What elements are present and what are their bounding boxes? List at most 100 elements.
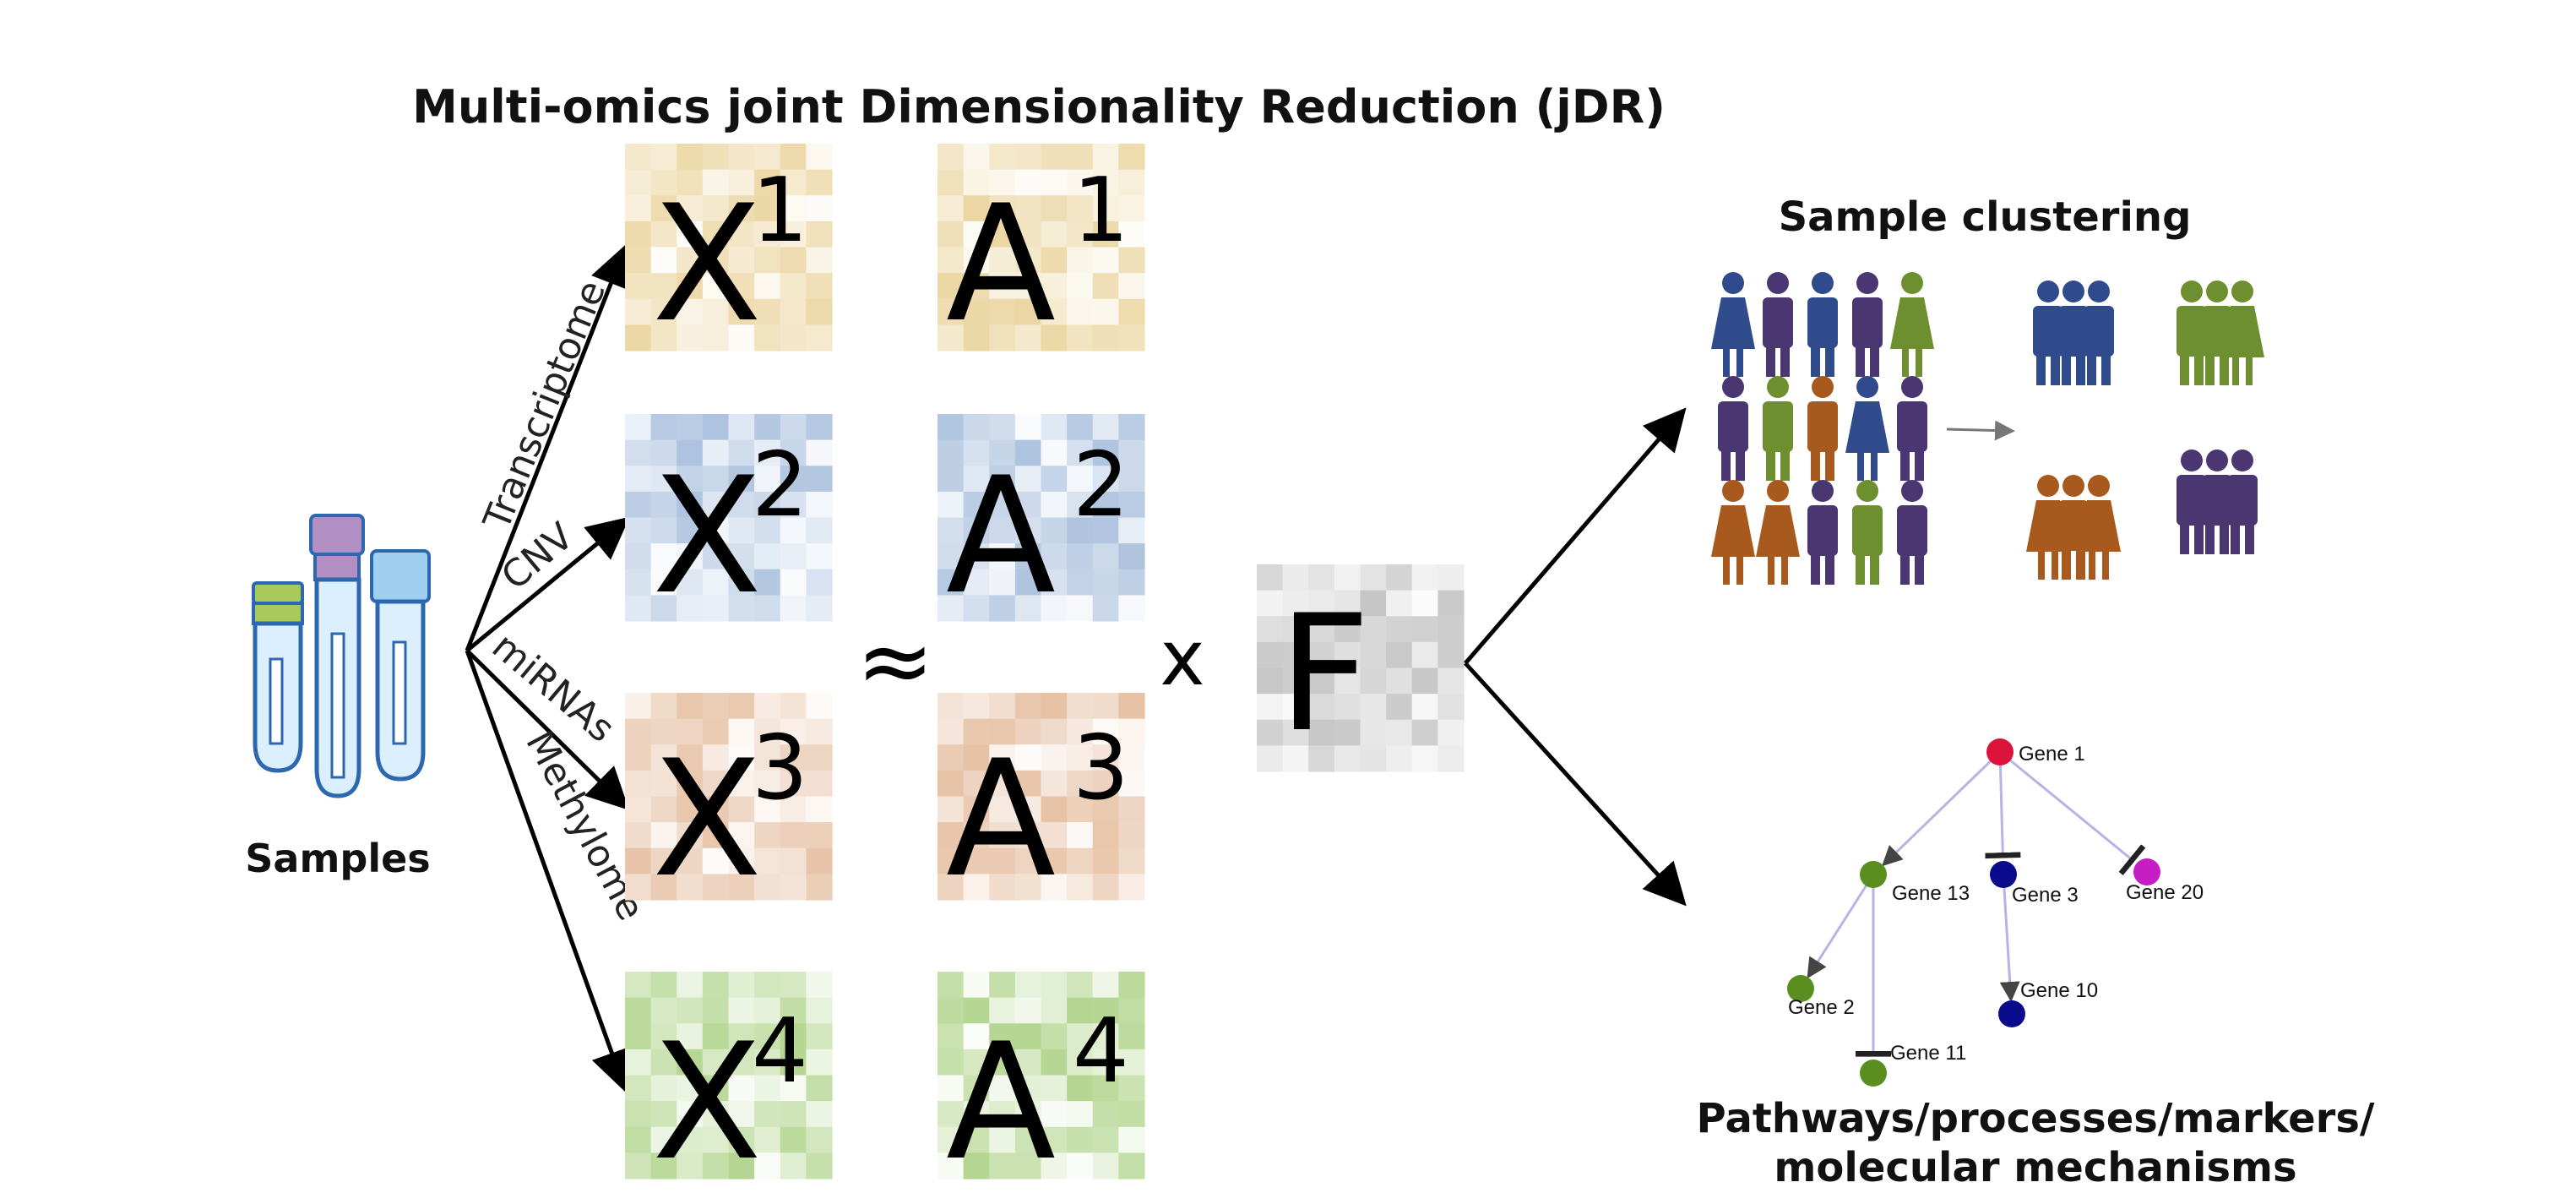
x-matrix-tile xyxy=(625,693,833,901)
a-matrix-index: 3 xyxy=(1073,716,1129,820)
x-matrix-tile xyxy=(625,972,833,1179)
network-title-line2: molecular mechanisms xyxy=(1774,1144,2296,1191)
x-matrix-index: 3 xyxy=(752,716,808,820)
person-icon xyxy=(1711,272,1755,377)
person-icon xyxy=(1763,272,1793,377)
network-title-line1: Pathways/processes/markers/ xyxy=(1697,1095,2375,1142)
gene-label: Gene 10 xyxy=(2020,979,2098,1002)
a-matrix-letter: A xyxy=(946,1009,1056,1196)
x-matrix-letter: X xyxy=(652,726,762,913)
person-icon xyxy=(1718,376,1748,481)
person-icon xyxy=(2220,281,2264,385)
a-matrix-index: 1 xyxy=(1073,159,1129,262)
network-edge xyxy=(1999,750,2146,876)
person-icon xyxy=(2202,449,2232,554)
gene-node: Gene 20 xyxy=(2126,858,2204,904)
person-icon xyxy=(2227,449,2258,554)
a-matrix-tile xyxy=(937,414,1145,622)
person-icon xyxy=(1852,272,1883,377)
x-matrix-tile xyxy=(625,414,833,622)
a-matrix-4: A 4 xyxy=(946,1000,1129,1196)
x-matrix-index: 1 xyxy=(752,159,808,262)
arrow-icon xyxy=(1464,407,1687,665)
people-groups xyxy=(1711,272,2264,585)
samples-label: Samples xyxy=(245,836,430,881)
a-matrix-letter: A xyxy=(946,726,1056,913)
x-matrix-letter: X xyxy=(652,443,762,629)
a-matrix-index: 4 xyxy=(1073,1000,1129,1103)
person-icon xyxy=(1852,480,1883,585)
person-icon xyxy=(1763,376,1793,481)
x-matrix-letter: X xyxy=(652,171,762,357)
person-icon xyxy=(1711,480,1755,585)
arrow-icon xyxy=(465,649,630,811)
a-matrix-1: A 1 xyxy=(946,159,1129,357)
x-matrix-letter: X xyxy=(652,1009,762,1196)
sample-clustering-title: Sample clustering xyxy=(1779,193,2192,241)
a-matrix-2: A 2 xyxy=(946,433,1129,629)
gene-node: Gene 10 xyxy=(1998,979,2098,1027)
omic-label-transcriptome: Transcriptome xyxy=(476,275,615,537)
a-matrix-tile xyxy=(937,972,1145,1179)
approx-symbol: ≈ xyxy=(856,607,934,715)
matrix-tiles xyxy=(625,144,1465,1179)
output-arrows xyxy=(1464,407,1687,907)
a-matrix-3: A 3 xyxy=(946,716,1129,913)
times-symbol: x xyxy=(1160,614,1204,703)
x-matrix-index: 2 xyxy=(752,433,808,537)
person-icon xyxy=(1845,376,1889,481)
person-icon xyxy=(1897,480,1927,585)
x-matrix-3: X 3 xyxy=(652,716,808,913)
network-edge xyxy=(1985,751,2021,859)
factor-matrix-letter: F xyxy=(1278,580,1370,767)
gene-label: Gene 11 xyxy=(1890,1042,1966,1065)
x-matrix-2: X 2 xyxy=(652,433,808,629)
x-matrix-1: X 1 xyxy=(652,159,808,357)
person-icon xyxy=(1807,272,1838,377)
factor-matrix-tile xyxy=(1257,564,1465,772)
a-matrix-index: 2 xyxy=(1073,433,1129,537)
omics-branch-arrows xyxy=(465,243,632,1093)
network-edge xyxy=(1807,874,1875,979)
gene-label: Gene 20 xyxy=(2126,881,2204,904)
person-icon xyxy=(1897,376,1927,481)
gene-network: Gene 1 Gene 13 Gene 3 Gene 20 Gene 2 Gene 10 G… xyxy=(1787,738,2204,1087)
arrow-icon xyxy=(465,243,631,651)
gene-node: Gene 11 xyxy=(1860,1042,1966,1087)
arrow-icon xyxy=(1464,662,1687,907)
gene-node: Gene 3 xyxy=(1990,861,2079,907)
test-tubes-icon xyxy=(252,514,431,798)
person-icon xyxy=(1890,272,1934,377)
gene-node: Gene 13 xyxy=(1860,861,1970,905)
arrow-icon xyxy=(1946,420,2015,441)
gene-label: Gene 2 xyxy=(1788,996,1855,1019)
person-icon xyxy=(2177,281,2207,385)
a-matrices: A 1 A 2 A 3 A 4 xyxy=(946,159,1129,1196)
network-edge xyxy=(1882,750,2002,867)
person-icon xyxy=(2058,281,2089,385)
a-matrix-letter: A xyxy=(946,171,1056,357)
arrow-icon xyxy=(465,516,630,652)
arrow-icon xyxy=(465,650,632,1093)
person-icon xyxy=(2177,449,2207,554)
person-icon xyxy=(1756,480,1800,585)
gene-label: Gene 1 xyxy=(2019,743,2085,765)
person-icon xyxy=(1807,480,1838,585)
x-matrices: X 1 X 2 X 3 X 4 xyxy=(652,159,808,1196)
gene-label: Gene 13 xyxy=(1892,882,1970,905)
gene-node: Gene 2 xyxy=(1787,975,1855,1019)
x-matrix-index: 4 xyxy=(752,1000,808,1103)
a-matrix-letter: A xyxy=(946,443,1056,629)
network-edge xyxy=(1999,874,2020,1003)
a-matrix-tile xyxy=(937,144,1145,351)
diagram-title: Multi-omics joint Dimensionality Reducti… xyxy=(412,80,1666,133)
a-matrix-tile xyxy=(937,693,1145,901)
gene-node: Gene 1 xyxy=(1986,738,2085,765)
gene-label: Gene 3 xyxy=(2012,884,2079,907)
person-icon xyxy=(2084,281,2114,385)
person-icon xyxy=(2077,475,2121,580)
x-matrix-tile xyxy=(625,144,833,351)
person-icon xyxy=(1807,376,1838,481)
person-icon xyxy=(2033,281,2063,385)
